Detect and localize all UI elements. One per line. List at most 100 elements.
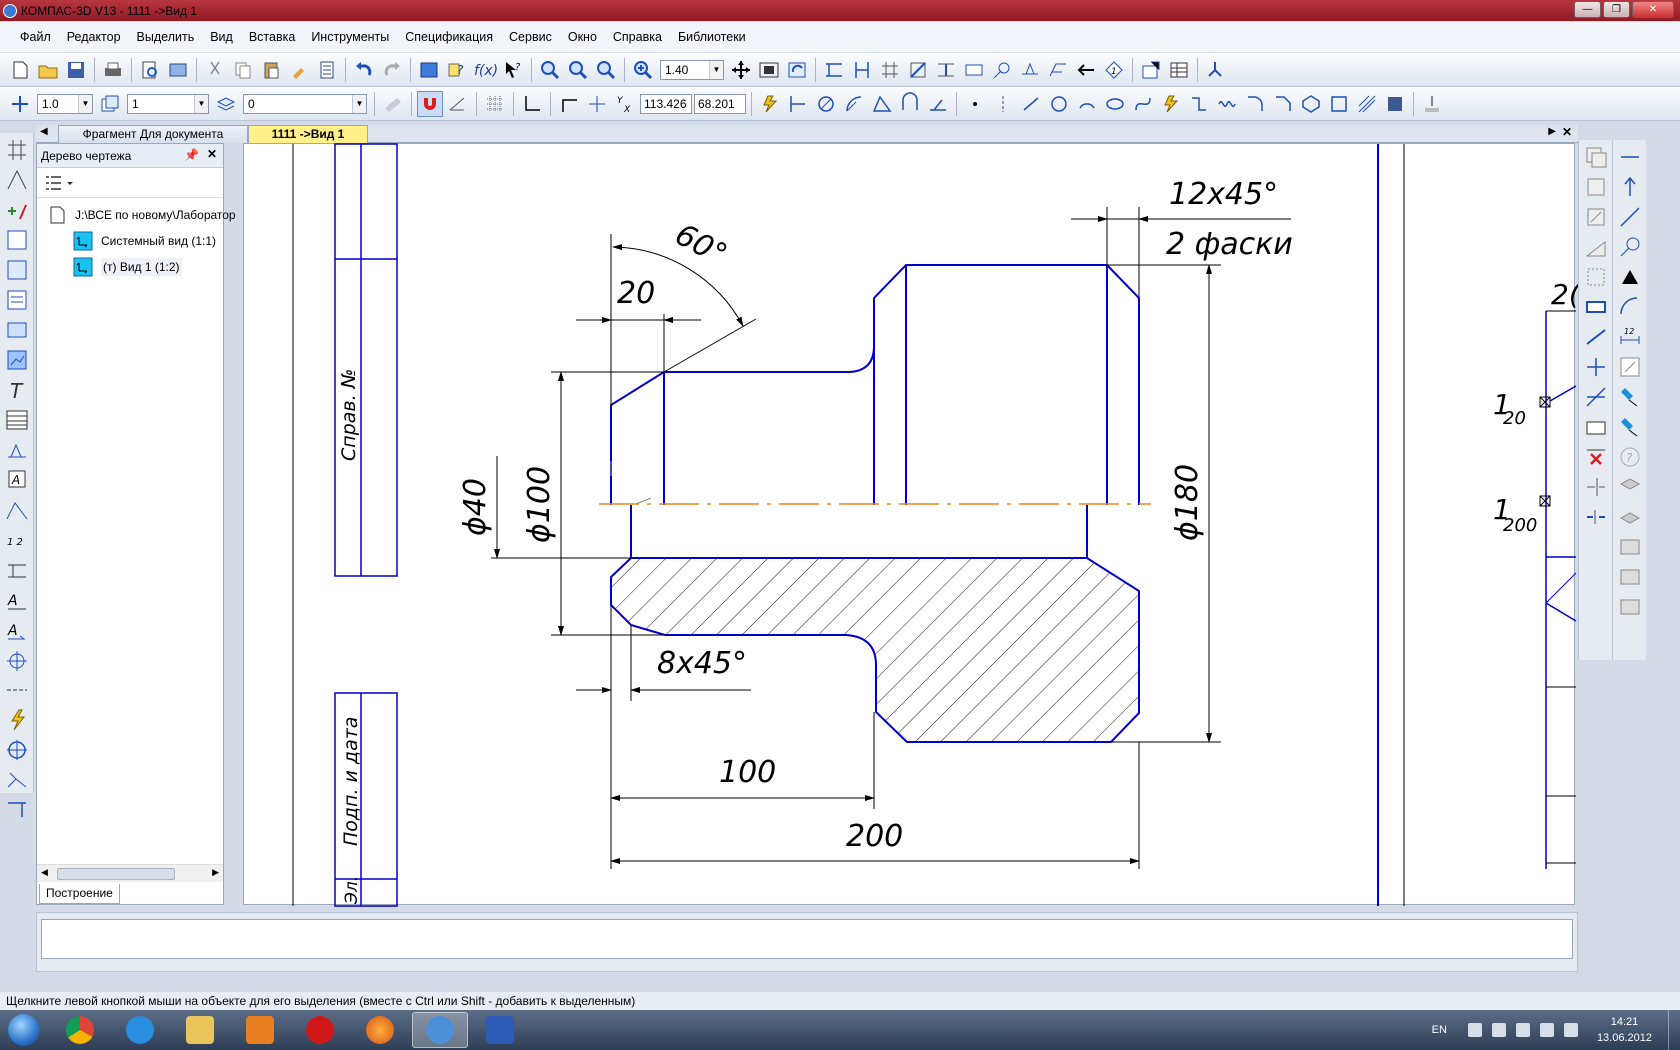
dim-radius-icon[interactable] bbox=[841, 91, 867, 117]
line-scale-icon[interactable] bbox=[7, 91, 33, 117]
volume-icon[interactable] bbox=[1563, 1023, 1578, 1037]
continuous-input-icon[interactable] bbox=[1158, 91, 1184, 117]
symbols-icon[interactable] bbox=[4, 197, 30, 223]
menu-file[interactable]: Файл bbox=[20, 30, 51, 44]
clock[interactable]: 14:21 13.06.2012 bbox=[1597, 1014, 1652, 1046]
zoom-scale-icon[interactable] bbox=[630, 57, 656, 83]
cut-icon[interactable] bbox=[202, 57, 228, 83]
question-icon[interactable]: ? bbox=[1617, 444, 1643, 470]
current-layer-icon[interactable] bbox=[213, 91, 239, 117]
menu-window[interactable]: Окно bbox=[567, 30, 597, 44]
spline-icon[interactable] bbox=[4, 767, 30, 793]
flag-icon[interactable] bbox=[1467, 1023, 1482, 1037]
view-number-select[interactable]: 1▼ bbox=[127, 93, 209, 114]
parametrization-icon[interactable] bbox=[4, 257, 30, 283]
ortho-mode-icon[interactable] bbox=[556, 91, 582, 117]
position-icon[interactable]: 1 bbox=[1101, 57, 1127, 83]
tab-construction[interactable]: Построение bbox=[39, 884, 120, 904]
fillet-icon[interactable] bbox=[1242, 91, 1268, 117]
zoom-in-icon[interactable] bbox=[565, 57, 591, 83]
tab-close-icon[interactable]: ✕ bbox=[1561, 125, 1572, 139]
segment-icon[interactable] bbox=[1018, 91, 1044, 117]
task-explorer[interactable] bbox=[172, 1012, 228, 1048]
lightning-icon[interactable] bbox=[4, 707, 30, 733]
dim-line-icon[interactable] bbox=[933, 57, 959, 83]
tangent-icon[interactable] bbox=[1617, 234, 1643, 260]
preview-icon[interactable] bbox=[137, 57, 163, 83]
menu-edit[interactable]: Редактор bbox=[66, 30, 121, 44]
center-mark-icon[interactable] bbox=[4, 737, 30, 763]
ortho-icon[interactable] bbox=[445, 91, 471, 117]
drawing-canvas[interactable]: Справ. № Подп. и дата Эл. bbox=[243, 143, 1581, 907]
task-media[interactable] bbox=[232, 1012, 288, 1048]
hatch-icon[interactable] bbox=[1354, 91, 1380, 117]
minimize-button[interactable]: — bbox=[1574, 1, 1601, 18]
tabs-scroll-left-icon[interactable]: ◀ bbox=[40, 126, 48, 137]
ellipse-icon[interactable] bbox=[1102, 91, 1128, 117]
polygon-icon[interactable] bbox=[1298, 91, 1324, 117]
pan-icon[interactable] bbox=[728, 57, 754, 83]
geometry-icon[interactable] bbox=[4, 137, 30, 163]
help-pointer-icon[interactable]: ? bbox=[500, 57, 526, 83]
properties-icon[interactable] bbox=[314, 57, 340, 83]
base-panel-icon[interactable]: A bbox=[4, 587, 30, 613]
join-icon[interactable] bbox=[1583, 354, 1609, 380]
measure-icon[interactable] bbox=[821, 57, 847, 83]
refresh-icon[interactable] bbox=[784, 57, 810, 83]
save-icon[interactable] bbox=[63, 57, 89, 83]
task-ie[interactable] bbox=[112, 1012, 168, 1048]
menu-select[interactable]: Выделить bbox=[136, 30, 195, 44]
stack-2-icon[interactable] bbox=[1617, 564, 1643, 590]
triangle-icon[interactable] bbox=[1617, 264, 1643, 290]
layers-manager-icon[interactable] bbox=[416, 57, 442, 83]
split-icon[interactable] bbox=[1583, 474, 1609, 500]
snap-magnet-icon[interactable] bbox=[417, 90, 443, 117]
dim-chamfer-icon[interactable] bbox=[925, 91, 951, 117]
fill-icon[interactable] bbox=[1382, 91, 1408, 117]
circle-icon[interactable] bbox=[1046, 91, 1072, 117]
open-folder-icon[interactable] bbox=[35, 57, 61, 83]
associative-icon[interactable] bbox=[4, 347, 30, 373]
chamfer-icon[interactable] bbox=[1270, 91, 1296, 117]
delete-icon[interactable] bbox=[1583, 444, 1609, 470]
tree-item-root[interactable]: J:\ВСЕ по новому\Лаборатор bbox=[47, 202, 236, 228]
task-word[interactable] bbox=[472, 1012, 528, 1048]
task-opera[interactable] bbox=[292, 1012, 348, 1048]
zoom-select[interactable]: 1.40▼ bbox=[660, 59, 724, 80]
deform-icon[interactable] bbox=[1583, 504, 1609, 530]
rough-small-icon[interactable] bbox=[1617, 354, 1643, 380]
task-chrome[interactable] bbox=[52, 1012, 108, 1048]
network-error-icon[interactable] bbox=[1491, 1023, 1506, 1037]
redo-icon[interactable] bbox=[379, 57, 405, 83]
balloon-icon[interactable] bbox=[961, 57, 987, 83]
view-switch-icon[interactable] bbox=[1583, 144, 1609, 170]
arrow-view-icon[interactable] bbox=[1073, 57, 1099, 83]
format-brush-icon[interactable] bbox=[286, 57, 312, 83]
rotate-view-icon[interactable] bbox=[1583, 174, 1609, 200]
layer-select[interactable]: 0▼ bbox=[243, 93, 367, 114]
close-button[interactable]: ✕ bbox=[1632, 1, 1674, 18]
table-panel-icon[interactable] bbox=[4, 407, 30, 433]
annotation-icon[interactable]: A bbox=[4, 467, 30, 493]
pin-tool-2-icon[interactable] bbox=[1617, 414, 1643, 440]
view-arrow-icon[interactable]: A bbox=[4, 617, 30, 643]
point-icon[interactable] bbox=[962, 91, 988, 117]
dim-angle-icon[interactable] bbox=[869, 91, 895, 117]
diag-line-icon[interactable] bbox=[1617, 204, 1643, 230]
language-indicator[interactable]: EN bbox=[1431, 1024, 1447, 1036]
undo-icon[interactable] bbox=[351, 57, 377, 83]
copy-icon[interactable] bbox=[230, 57, 256, 83]
tabs-scroll-right-icon[interactable]: ▶ bbox=[1548, 126, 1556, 137]
copy-view-icon[interactable] bbox=[1583, 264, 1609, 290]
hline-icon[interactable] bbox=[1617, 144, 1643, 170]
arc-tool-icon[interactable] bbox=[1617, 294, 1643, 320]
current-view-icon[interactable] bbox=[97, 91, 123, 117]
scroll-right-icon[interactable]: ▶ bbox=[212, 867, 219, 877]
scroll-left-icon[interactable]: ◀ bbox=[41, 867, 48, 877]
menu-service[interactable]: Сервис bbox=[509, 30, 552, 44]
stop-command-icon[interactable] bbox=[1419, 91, 1445, 117]
tree-item-view1[interactable]: (т) Вид 1 (1:2) bbox=[47, 254, 223, 280]
grid-snap-icon[interactable] bbox=[877, 57, 903, 83]
zoom-window-icon[interactable] bbox=[537, 57, 563, 83]
slope-icon[interactable] bbox=[1583, 234, 1609, 260]
